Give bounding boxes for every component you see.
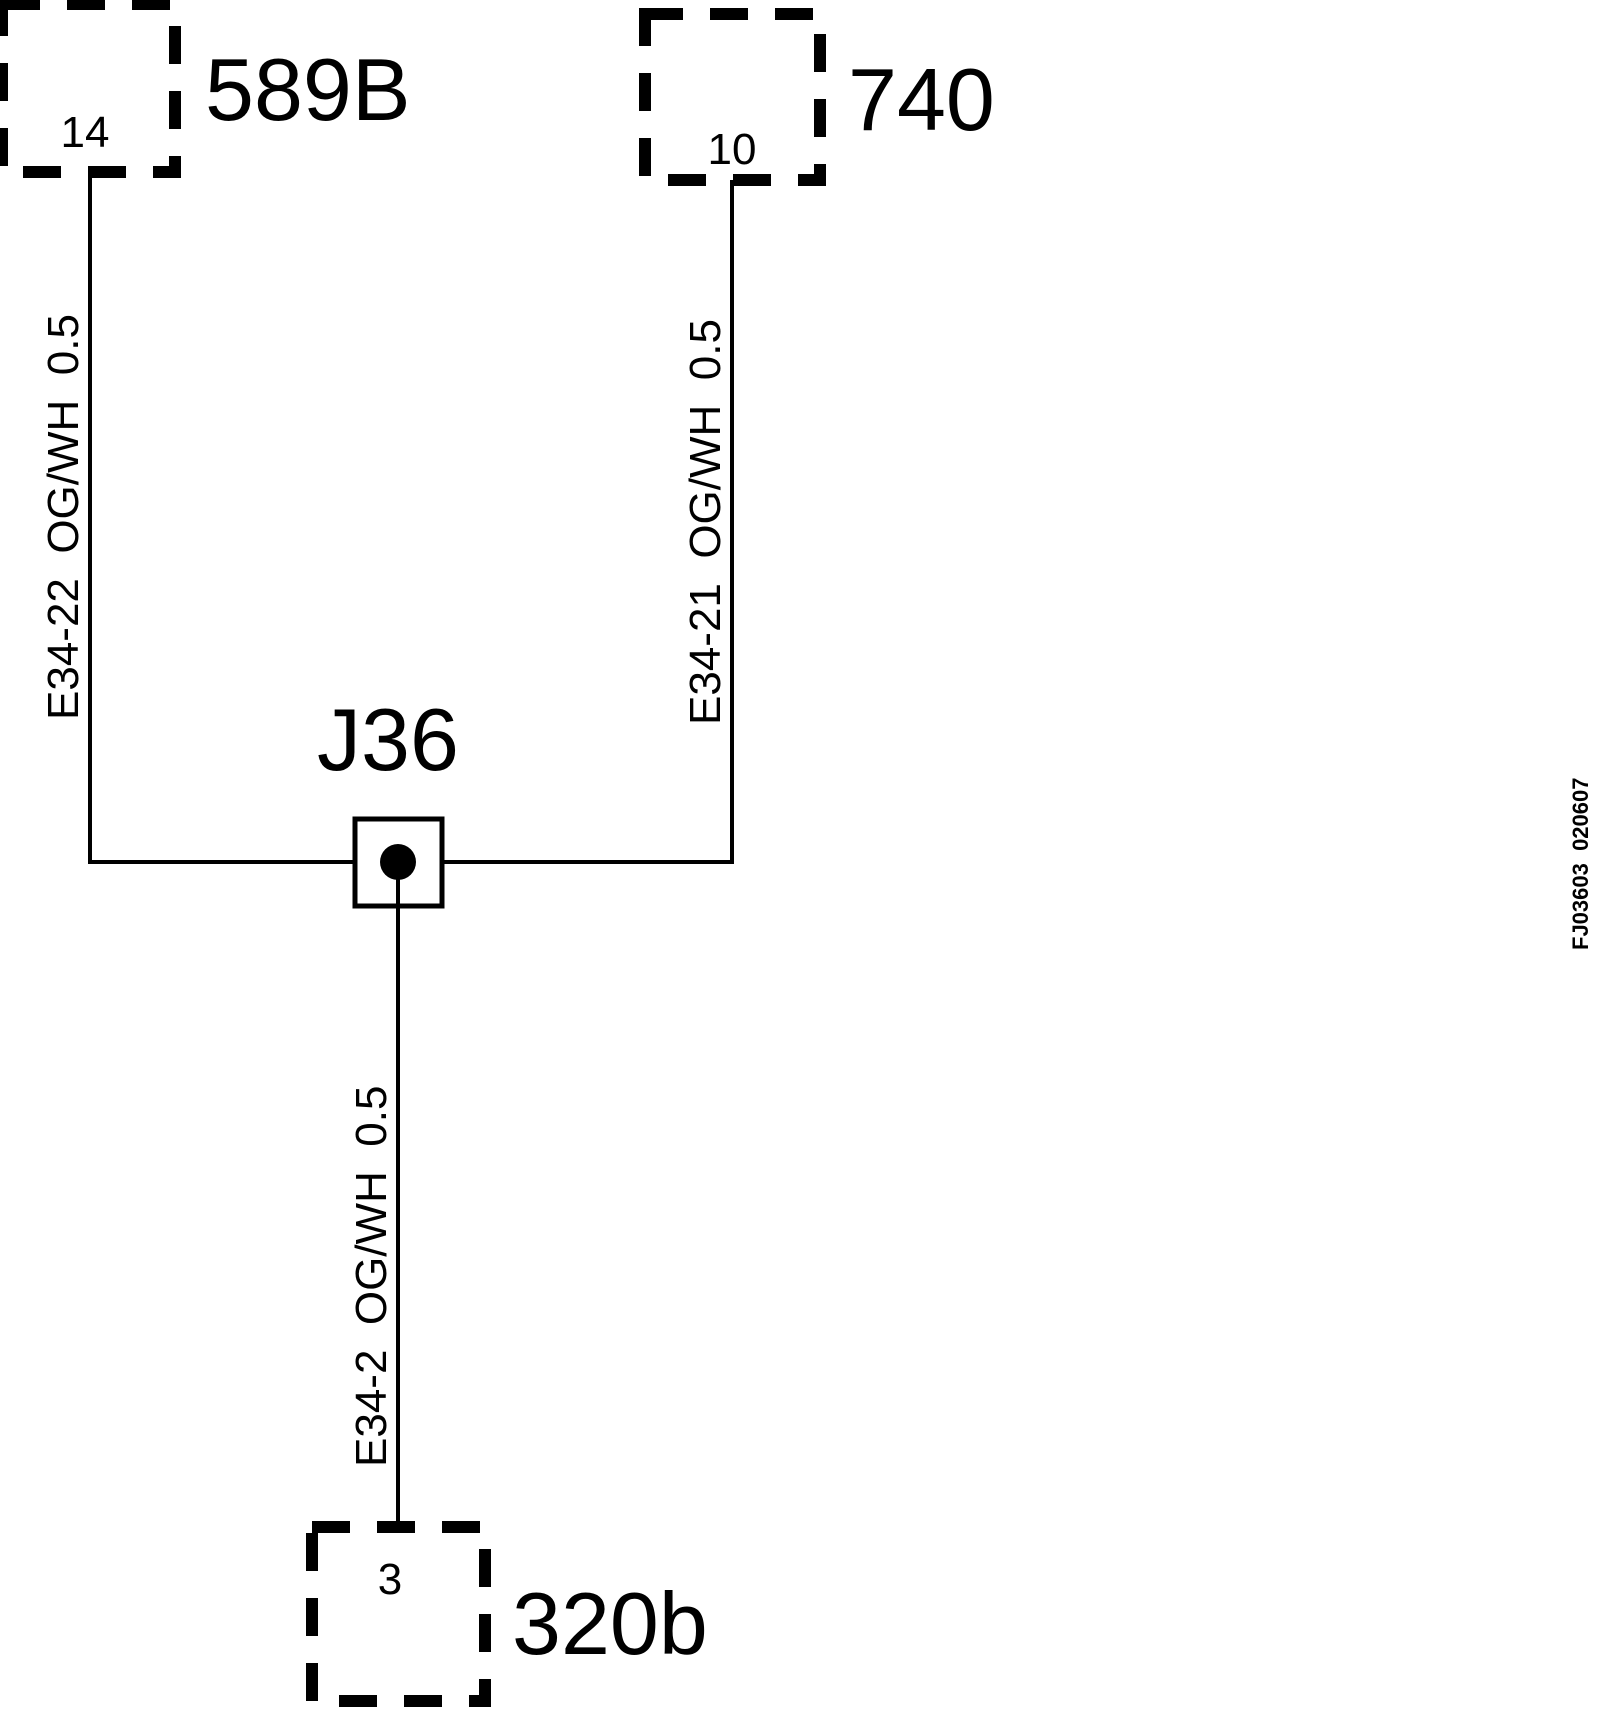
wire-e34-22-label: E34-22 OG/WH 0.5: [39, 314, 88, 720]
wire-e34-21[interactable]: [442, 180, 734, 864]
splice-j36[interactable]: J36: [317, 690, 459, 909]
diagram-reference-code: FJ03603 020607: [1568, 778, 1593, 951]
splice-j36-box: [352, 816, 445, 909]
connector-320b-pin: 3: [378, 1555, 402, 1604]
wire-e34-22[interactable]: [88, 172, 355, 864]
connector-589b-pin: 14: [61, 108, 110, 157]
connector-589b[interactable]: 14 589B: [0, 0, 411, 178]
connector-740-box: [639, 8, 826, 186]
connector-589b-label: 589B: [205, 40, 411, 139]
connector-320b-box: [306, 1521, 491, 1707]
connector-740-label: 740: [848, 50, 995, 149]
wire-e34-2-label: E34-2 OG/WH 0.5: [347, 1086, 396, 1467]
splice-j36-dot: [380, 844, 416, 880]
connector-320b-label: 320b: [512, 1574, 708, 1673]
connector-740-pin: 10: [708, 125, 757, 174]
splice-j36-label: J36: [317, 690, 459, 789]
wire-e34-21-label: E34-21 OG/WH 0.5: [681, 319, 730, 725]
connector-740[interactable]: 10 740: [639, 8, 995, 186]
connector-320b[interactable]: 3 320b: [306, 1521, 708, 1707]
